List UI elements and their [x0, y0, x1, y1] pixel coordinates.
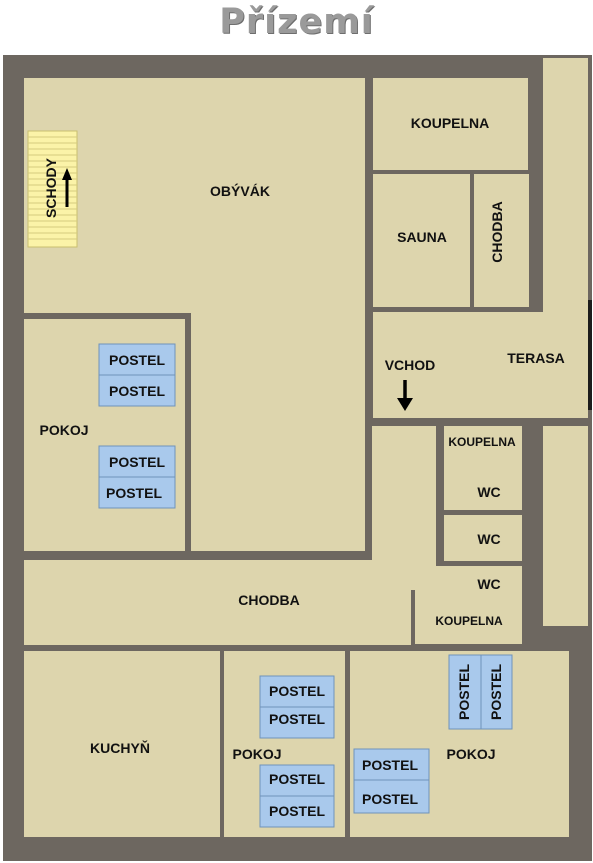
stairs: [27, 130, 78, 248]
room-wc-2: [444, 515, 522, 561]
room-koupelna-mid: [444, 426, 522, 510]
room-right-strip: [543, 426, 588, 626]
label-terasa: TERASA: [507, 350, 565, 366]
wall-obyvak-bottom: [24, 551, 372, 560]
label-chodba-vertical: CHODBA: [489, 201, 505, 262]
room-sauna: [373, 174, 470, 307]
label-obyvak: OBÝVÁK: [210, 182, 270, 199]
page-title: Přízemí: [219, 2, 374, 42]
label-koupelna-low: KOUPELNA: [435, 614, 503, 628]
label-pokoj-mid: POKOJ: [232, 746, 281, 762]
room-chodba-main: [24, 426, 436, 645]
label-chodba-main: CHODBA: [238, 592, 299, 608]
bed-label: POSTEL: [456, 664, 472, 720]
bed-group-mid: [259, 675, 335, 828]
terasa-edge-mark: [588, 300, 592, 410]
wall-pokoj-top: [24, 313, 190, 319]
label-koupelna-mid: KOUPELNA: [448, 435, 516, 449]
stairs-arrow-icon: [62, 168, 72, 207]
wall-pokoj-right: [185, 313, 191, 552]
bed-label: POSTEL: [362, 791, 418, 807]
room-kuchyn: [24, 651, 220, 837]
bed-label: POSTEL: [109, 454, 165, 470]
bed-label: POSTEL: [362, 757, 418, 773]
bed-label: POSTEL: [269, 683, 325, 699]
label-koupelna-top: KOUPELNA: [411, 115, 490, 131]
room-koupelna-top: [373, 78, 528, 170]
label-kuchyn: KUCHYŇ: [90, 739, 150, 756]
label-wc-3: WC: [477, 576, 500, 592]
bed-label: POSTEL: [269, 803, 325, 819]
label-pokoj-left: POKOJ: [39, 422, 88, 438]
label-pokoj-right: POKOJ: [446, 746, 495, 762]
label-sauna: SAUNA: [397, 229, 447, 245]
room-terasa-strip: [543, 58, 588, 318]
stairs-label: SCHODY: [43, 157, 59, 218]
room-chodba-vertical: [474, 174, 529, 307]
label-wc-1: WC: [477, 484, 500, 500]
bed-label: POSTEL: [109, 383, 165, 399]
bed-label: POSTEL: [269, 711, 325, 727]
bed-label: POSTEL: [109, 352, 165, 368]
bed-label: POSTEL: [488, 664, 504, 720]
bed-label: POSTEL: [106, 485, 162, 501]
entrance-arrow-icon: [397, 380, 413, 411]
label-vchod: VCHOD: [385, 357, 436, 373]
bed-group-right: [353, 654, 513, 814]
bed-group-left: [98, 343, 176, 509]
label-wc-2: WC: [477, 531, 500, 547]
bed-label: POSTEL: [269, 771, 325, 787]
